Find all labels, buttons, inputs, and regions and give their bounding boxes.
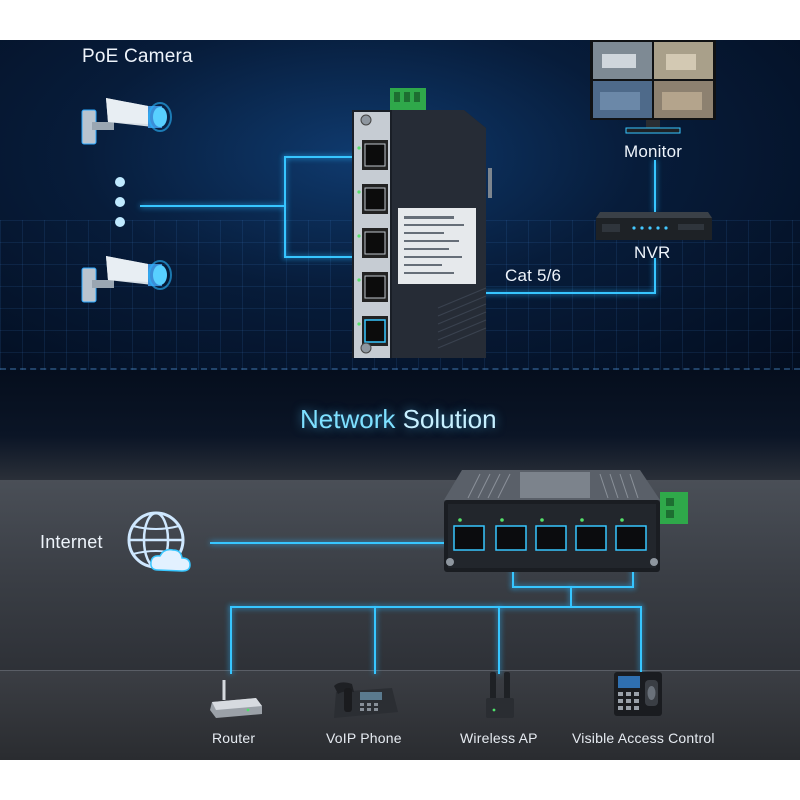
camera-icon (78, 88, 173, 158)
globe-cloud-icon (120, 510, 200, 576)
monitor-icon (588, 40, 718, 140)
section-title: Network Solution (300, 404, 497, 435)
nvr-icon (594, 208, 714, 244)
switch-wire-b (632, 560, 634, 588)
bottom-strip (0, 670, 800, 760)
mid-panel (0, 368, 800, 480)
phone-drop-wire (374, 606, 376, 674)
antenna-icon (480, 670, 520, 722)
internet-label: Internet (40, 532, 103, 552)
switch-icon (352, 88, 492, 378)
switch-icon (440, 470, 695, 580)
bottom-panel (0, 480, 800, 760)
divider-line (0, 368, 800, 370)
cat-cable-wire (380, 292, 656, 294)
title-word-network: Network (300, 404, 396, 434)
router-icon (208, 676, 264, 722)
switch-wire-join (512, 586, 634, 588)
router-drop-wire (230, 606, 232, 674)
ellipsis-dots (112, 176, 128, 232)
camera-wire-vertical (284, 156, 286, 258)
title-word-solution: Solution (402, 404, 497, 434)
nvr-label: NVR (634, 243, 671, 262)
device-label-access-control: Visible Access Control (572, 730, 715, 746)
access-control-icon (612, 670, 664, 720)
device-label-wireless-ap: Wireless AP (460, 730, 538, 746)
cable-label: Cat 5/6 (505, 266, 562, 285)
monitor-label: Monitor (624, 142, 683, 161)
nvr-wire (654, 258, 656, 294)
switch-wire-top (284, 156, 366, 158)
camera-wire (140, 205, 285, 207)
access-drop-wire (640, 606, 642, 674)
ap-drop-wire (498, 606, 500, 674)
phone-icon (330, 678, 400, 722)
camera-label: PoE Camera (82, 46, 193, 67)
switch-wire-bottom (284, 256, 366, 258)
bus-wire (230, 606, 642, 608)
switch-wire-down (570, 586, 572, 606)
switch-wire-a (512, 560, 514, 588)
network-diagram: PoE Camera (0, 40, 800, 760)
device-label-voip-phone: VoIP Phone (326, 730, 402, 746)
camera-icon (78, 246, 173, 316)
monitor-wire (654, 160, 656, 212)
internet-wire (210, 542, 458, 544)
device-label-router: Router (212, 730, 256, 746)
